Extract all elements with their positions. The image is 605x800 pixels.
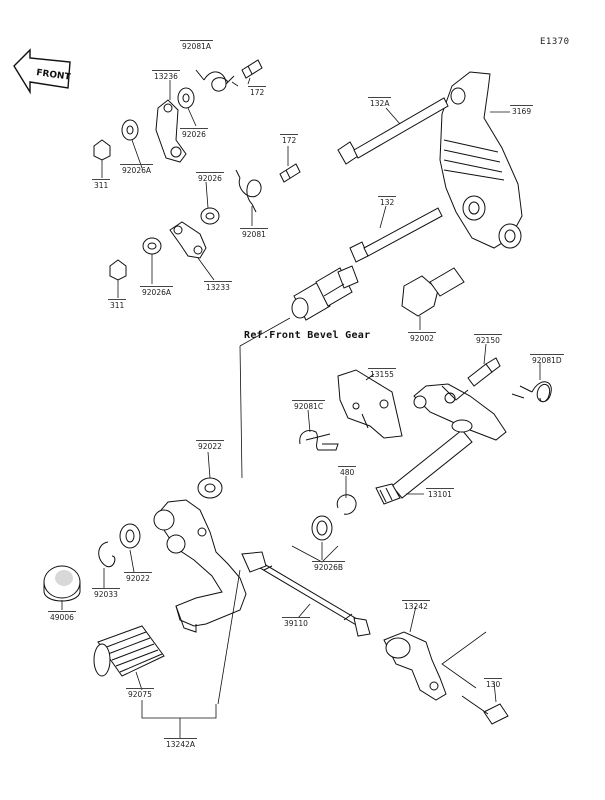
bolt-130-part — [461, 695, 509, 725]
part-label-92081[interactable]: 92081 — [240, 228, 268, 239]
washer-92026-upper-part — [177, 87, 195, 109]
clip-92081c-part — [299, 430, 339, 451]
circlip-480-part — [336, 494, 357, 515]
part-label-92022-upper[interactable]: 92022 — [196, 440, 224, 451]
part-label-92026a-upper[interactable]: 92026A — [120, 164, 153, 175]
part-label-92002[interactable]: 92002 — [408, 332, 436, 343]
washer-92026-middle-part — [200, 207, 220, 225]
part-label-13242a[interactable]: 13242A — [164, 738, 197, 749]
reference-note: Ref.Front Bevel Gear — [244, 330, 371, 341]
part-label-311-upper[interactable]: 311 — [92, 179, 111, 190]
washer-92026a-lower-part — [142, 237, 162, 255]
part-label-13233[interactable]: 13233 — [204, 281, 232, 292]
plate-13155-part — [337, 369, 403, 439]
part-label-13155[interactable]: 13155 — [368, 368, 396, 379]
footpeg-rubber-part — [93, 625, 165, 677]
part-label-132[interactable]: 132 — [378, 196, 397, 207]
bolt-132-part — [349, 207, 443, 263]
part-label-92026a-lower[interactable]: 92026A — [140, 286, 173, 297]
bolt-132a-part — [337, 97, 449, 165]
stud-92002-part — [401, 267, 465, 317]
pin-92150-part — [467, 357, 501, 387]
part-label-3169[interactable]: 3169 — [510, 105, 534, 116]
front-label: FRONT — [36, 68, 72, 83]
shift-mechanism-arm-part — [413, 383, 507, 441]
part-label-92026-middle[interactable]: 92026 — [196, 172, 224, 183]
bracket-3169-part — [439, 71, 523, 249]
part-label-92075[interactable]: 92075 — [126, 688, 154, 699]
part-label-172-middle[interactable]: 172 — [280, 134, 299, 145]
spring-92081a-part — [195, 69, 235, 92]
part-label-132a[interactable]: 132A — [368, 97, 392, 108]
link-13236-part — [155, 99, 187, 163]
part-label-92081d[interactable]: 92081D — [530, 354, 564, 365]
part-label-92033[interactable]: 92033 — [92, 588, 120, 599]
cap-49006-part — [43, 565, 81, 602]
bevel-gear-shaft-part — [291, 265, 359, 321]
spring-92081-part — [235, 169, 262, 213]
part-label-13236[interactable]: 13236 — [152, 70, 180, 81]
part-label-311-lower[interactable]: 311 — [108, 299, 127, 310]
leader-lines — [61, 77, 541, 738]
part-label-13242[interactable]: 13242 — [402, 600, 430, 611]
washer-92022-lower-part — [119, 523, 141, 549]
pin-172-middle-part — [279, 163, 301, 183]
shift-rod-part — [241, 551, 371, 637]
nut-311-lower-part — [109, 259, 127, 281]
washer-92026a-upper-part — [121, 119, 139, 141]
part-label-92026b[interactable]: 92026B — [312, 561, 346, 572]
front-arrow-icon: FRONT — [13, 48, 72, 95]
washer-92022-upper-part — [197, 477, 223, 499]
link-13233-part — [169, 221, 207, 259]
diagram-id: E1370 — [540, 37, 570, 47]
shift-shaft-part — [375, 429, 473, 505]
part-label-130[interactable]: 130 — [484, 678, 503, 689]
part-label-92022-lower[interactable]: 92022 — [124, 572, 152, 583]
shift-pedal-part — [153, 499, 247, 633]
nut-311-upper-part — [93, 139, 111, 161]
part-label-92026-upper[interactable]: 92026 — [180, 128, 208, 139]
part-label-172-upper[interactable]: 172 — [248, 86, 267, 97]
part-label-480[interactable]: 480 — [338, 466, 357, 477]
pin-172-upper-part — [241, 59, 263, 79]
spring-92081d-part — [511, 381, 552, 403]
part-label-92081c[interactable]: 92081C — [292, 400, 326, 411]
part-label-39110[interactable]: 39110 — [282, 617, 310, 628]
part-label-13101[interactable]: 13101 — [426, 488, 454, 499]
shift-lever-13242-part — [383, 631, 447, 701]
part-label-92150[interactable]: 92150 — [474, 334, 502, 345]
part-label-92081a[interactable]: 92081A — [180, 40, 213, 51]
clip-92033-part — [98, 541, 116, 568]
washer-92026b-part — [311, 515, 333, 541]
part-label-49006[interactable]: 49006 — [48, 611, 76, 622]
